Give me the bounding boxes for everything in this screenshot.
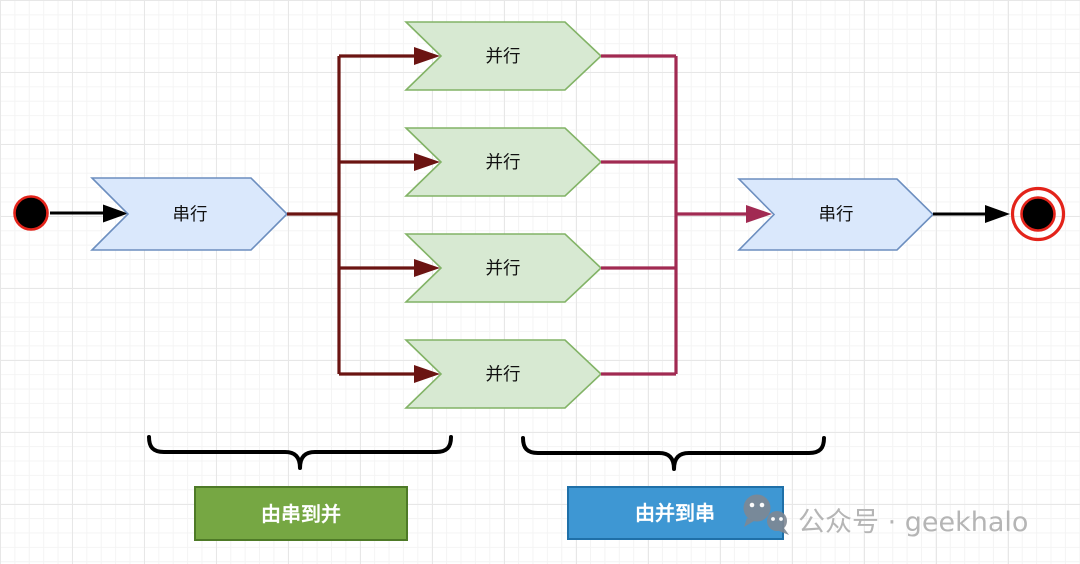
arrowhead-icon (414, 259, 440, 277)
parallel-node-2: 并行 (404, 127, 603, 197)
fan-in-connector (601, 54, 772, 376)
serial-node-out-shape (737, 178, 935, 251)
arrow-start-to-serial-in (50, 204, 128, 223)
parallel-node-3-label: 并行 (486, 259, 521, 279)
annotation-serial-to-parallel: 由串到并 (194, 486, 408, 541)
serial-node-in: 串行 (90, 177, 289, 251)
parallel-node-3: 并行 (404, 233, 603, 303)
watermark-text: 公众号 · geekhalo (798, 507, 1028, 538)
end-node-core (1020, 196, 1056, 232)
brace-serial-to-parallel (147, 435, 453, 470)
arrowhead-icon (103, 204, 128, 223)
parallel-node-4: 并行 (404, 339, 603, 409)
annotation-green-box (194, 486, 408, 541)
arrowhead-icon (746, 205, 772, 223)
end-node-ring (1010, 186, 1066, 242)
parallel-node-1-shape (404, 21, 603, 91)
end-node (1010, 186, 1066, 242)
arrowhead-icon (414, 365, 440, 383)
fan-in-lines (601, 54, 750, 376)
serial-node-in-label: 串行 (173, 205, 208, 225)
arrow-serial-out-to-end (933, 205, 1010, 223)
parallel-node-1-label: 并行 (486, 47, 521, 67)
serial-node-out-label: 串行 (819, 205, 854, 225)
serial-node-out: 串行 (737, 178, 935, 251)
parallel-node-1: 并行 (404, 21, 603, 91)
serial-node-in-shape (90, 177, 289, 251)
arrowhead-icon (985, 205, 1010, 223)
arrowhead-icon (414, 47, 440, 65)
parallel-node-3-shape (404, 233, 603, 303)
annotation-blue-label: 由并到串 (635, 501, 715, 525)
arrowhead-icon (414, 153, 440, 171)
fan-out-lines (287, 54, 418, 376)
parallel-node-2-shape (404, 127, 603, 197)
brace-parallel-to-serial (521, 436, 826, 471)
parallel-node-4-shape (404, 339, 603, 409)
parallel-node-2-label: 并行 (486, 153, 521, 173)
parallel-node-4-label: 并行 (486, 365, 521, 385)
fan-out-connector (287, 47, 440, 383)
start-node (13, 195, 49, 231)
wechat-icon (743, 494, 789, 535)
watermark: 公众号 · geekhalo (743, 494, 1028, 538)
annotation-green-label: 由串到并 (261, 502, 341, 526)
